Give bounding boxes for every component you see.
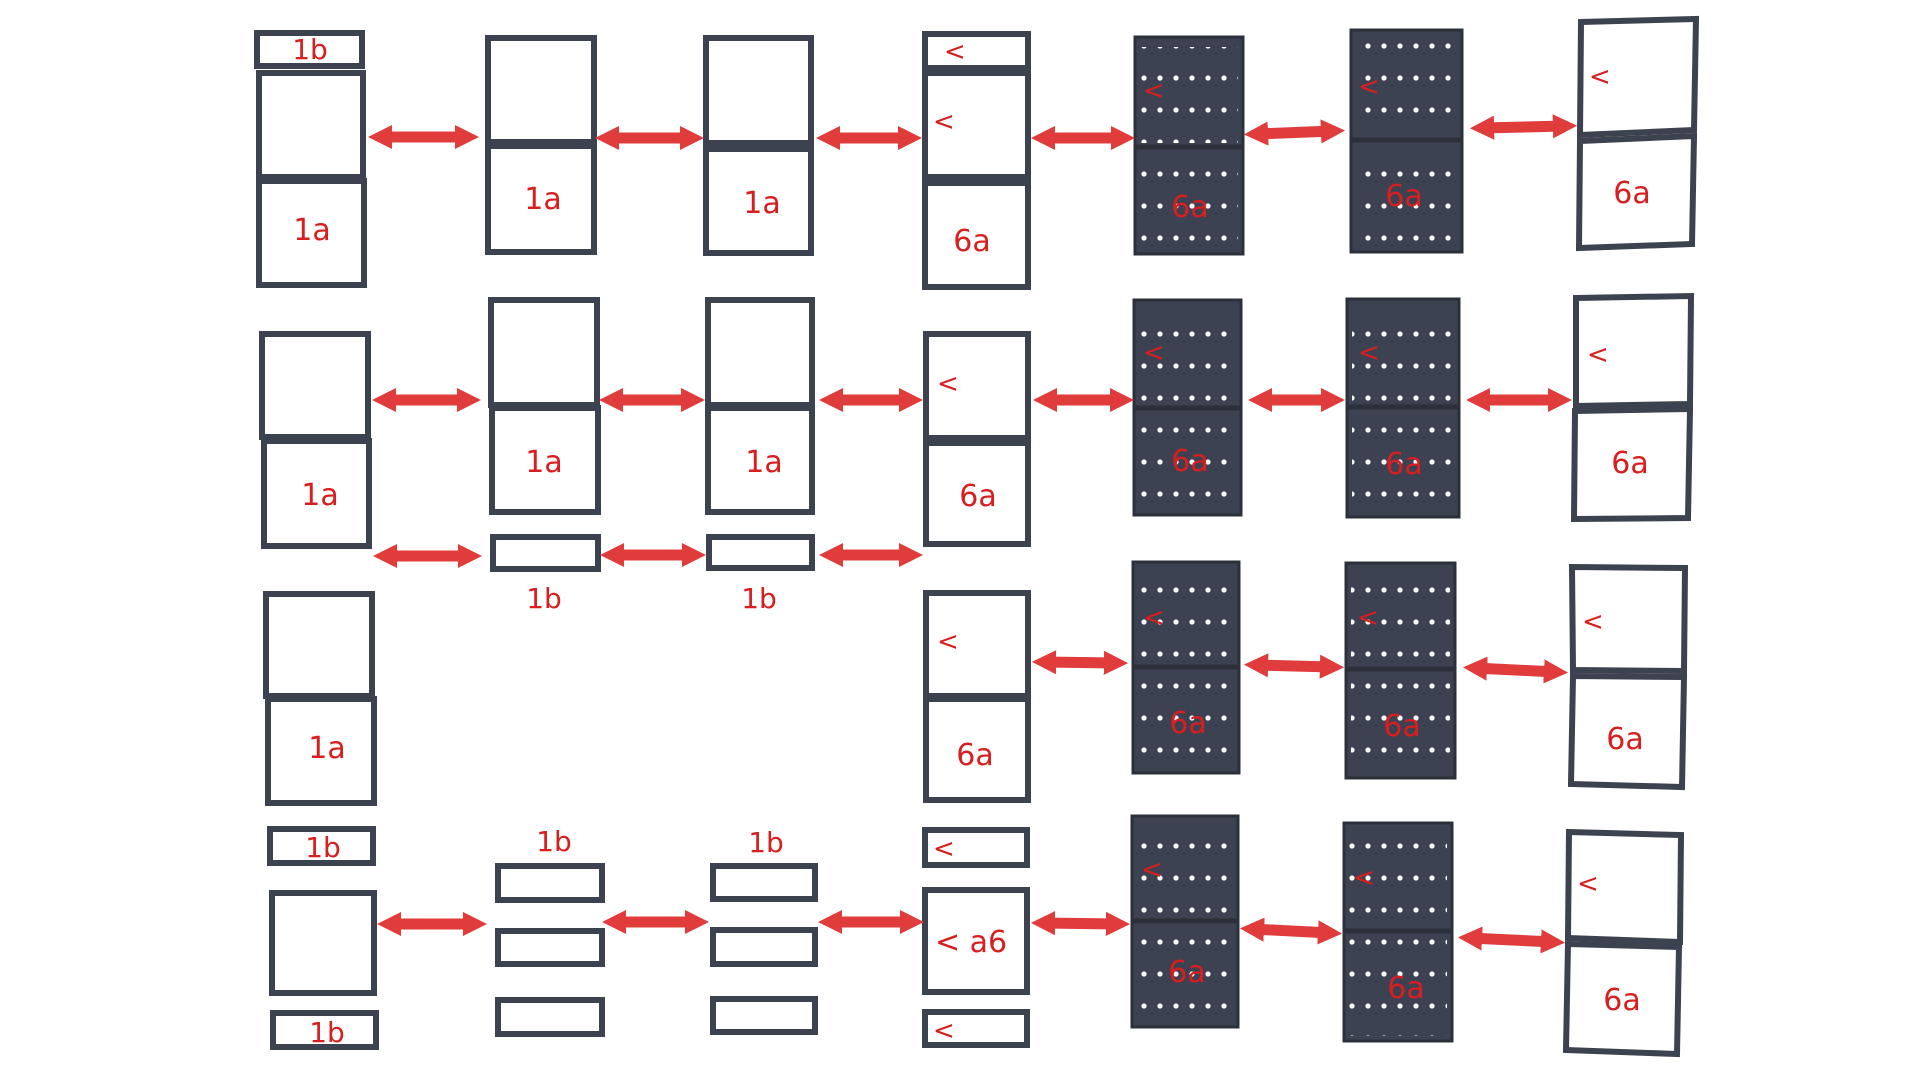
label-r2-c3-1a: 1a: [745, 445, 782, 480]
label-r3-c4-arrow: <: [937, 627, 959, 657]
label-r1-c5-6a: 6a: [1171, 190, 1208, 225]
label-r3-c7-6a: 6a: [1606, 722, 1643, 757]
cabinet-r2-c2: [488, 297, 601, 515]
cabinet-r1-c2: [485, 35, 597, 255]
pegboard-r4-c5: [1130, 814, 1240, 1029]
label-r1-c7-6a: 6a: [1613, 176, 1650, 211]
label-r1-c6-6a: 6a: [1385, 179, 1422, 214]
label-r2-c4-arrow: <: [937, 369, 959, 399]
cabinet-r4-c7: [1562, 828, 1685, 1058]
label-r1-c4-top: <: [944, 37, 966, 67]
label-r2-c4-6a: 6a: [959, 479, 996, 514]
cabinet-r4-c4: [922, 827, 1030, 1048]
label-r4-c5-6a: 6a: [1168, 955, 1205, 990]
pegboard-r1-c6: [1349, 28, 1464, 254]
label-r1-c7-arrow: <: [1589, 62, 1611, 92]
pegboard-r2-c6: [1345, 297, 1461, 519]
drawers-r2: [490, 534, 815, 572]
pegboard-r3-c5: [1131, 560, 1241, 775]
cabinet-r3-c7: [1567, 563, 1689, 791]
row-2: 1a 1a 1a < 6a < 6a: [259, 292, 1695, 615]
row-4: 1b 1b 1b 1b < < a6 < < 6a: [267, 814, 1685, 1058]
label-r4-c4-mid: < a6: [935, 925, 1007, 960]
label-r4-c2-1b: 1b: [536, 825, 572, 858]
arrows-r4: [376, 909, 1566, 954]
cabinet-r1-c7: [1575, 15, 1700, 252]
label-r2-c7-6a: 6a: [1611, 446, 1648, 481]
cabinet-r1-c1: [254, 30, 367, 288]
row-3: 1a < 6a < 6a < 6a < 6a: [263, 560, 1689, 806]
label-r1-c2-1a: 1a: [524, 182, 561, 217]
arrows-r2: [371, 387, 1573, 569]
cabinet-r2-c4: [923, 331, 1031, 547]
label-r3-c6-arrow: <: [1357, 603, 1379, 633]
pegboard-r2-c5: [1132, 298, 1243, 517]
cabinet-r1-c4: [922, 31, 1031, 290]
drawers-r4-c3: [710, 863, 818, 1035]
label-r1-c6-arrow: <: [1358, 72, 1380, 102]
label-r4-c3-1b: 1b: [748, 826, 784, 859]
label-r2-c6-6a: 6a: [1385, 447, 1422, 482]
cabinet-r4-c1: [267, 826, 379, 1050]
label-r1-c3-1a: 1a: [743, 186, 780, 221]
label-r3-c6-6a: 6a: [1383, 709, 1420, 744]
pegboard-r3-c6: [1344, 561, 1457, 780]
label-r2-c7-arrow: <: [1587, 340, 1609, 370]
label-r4-c7-arrow: <: [1577, 869, 1599, 899]
label-r4-c1-1b-top: 1b: [305, 831, 341, 864]
label-r1-c1-1a: 1a: [293, 213, 330, 248]
drawers-r4-c2: [495, 863, 605, 1037]
pegboard-r1-c5: [1133, 35, 1245, 256]
arrows-r1: [367, 114, 1578, 151]
label-r1-c4-6a: 6a: [953, 224, 990, 259]
cabinet-r2-c1: [259, 331, 372, 549]
label-r2-c6-arrow: <: [1358, 338, 1380, 368]
cabinet-r2-c3: [705, 297, 815, 515]
label-r3-c5-6a: 6a: [1169, 706, 1206, 741]
label-r1-c5-arrow: <: [1143, 76, 1165, 106]
label-r2-c3-1b: 1b: [741, 582, 777, 615]
label-r2-c5-6a: 6a: [1171, 444, 1208, 479]
label-r4-c6-arrow: <: [1353, 863, 1375, 893]
label-r2-c2-1a: 1a: [525, 445, 562, 480]
label-r3-c1-1a: 1a: [308, 731, 345, 766]
cabinet-r3-c1: [263, 591, 377, 806]
cabinet-r3-c4: [923, 590, 1031, 803]
arrows-r3: [1031, 650, 1569, 684]
label-r2-c1-1a: 1a: [301, 478, 338, 513]
label-r4-c7-6a: 6a: [1603, 983, 1640, 1018]
label-r3-c4-6a: 6a: [956, 738, 993, 773]
label-r4-c1-1b-bottom: 1b: [309, 1016, 345, 1049]
label-r1-1b: 1b: [292, 33, 328, 66]
label-r4-c4-bottom: <: [933, 1016, 955, 1046]
cabinet-r2-c7: [1570, 292, 1695, 523]
label-r2-c2-1b: 1b: [526, 582, 562, 615]
label-r4-c4-top: <: [933, 834, 955, 864]
cabinet-r1-c3: [703, 35, 814, 256]
row-1: 1b 1a 1a 1a < < 6a < 6a: [254, 15, 1700, 290]
pegboard-r4-c6: [1342, 821, 1454, 1043]
label-r4-c5-arrow: <: [1141, 855, 1163, 885]
label-r1-c4-mid: <: [933, 107, 955, 137]
label-r3-c5-arrow: <: [1143, 603, 1165, 633]
label-r2-c5-arrow: <: [1143, 338, 1165, 368]
label-r3-c7-arrow: <: [1582, 607, 1604, 637]
label-r4-c6-6a: 6a: [1387, 971, 1424, 1006]
